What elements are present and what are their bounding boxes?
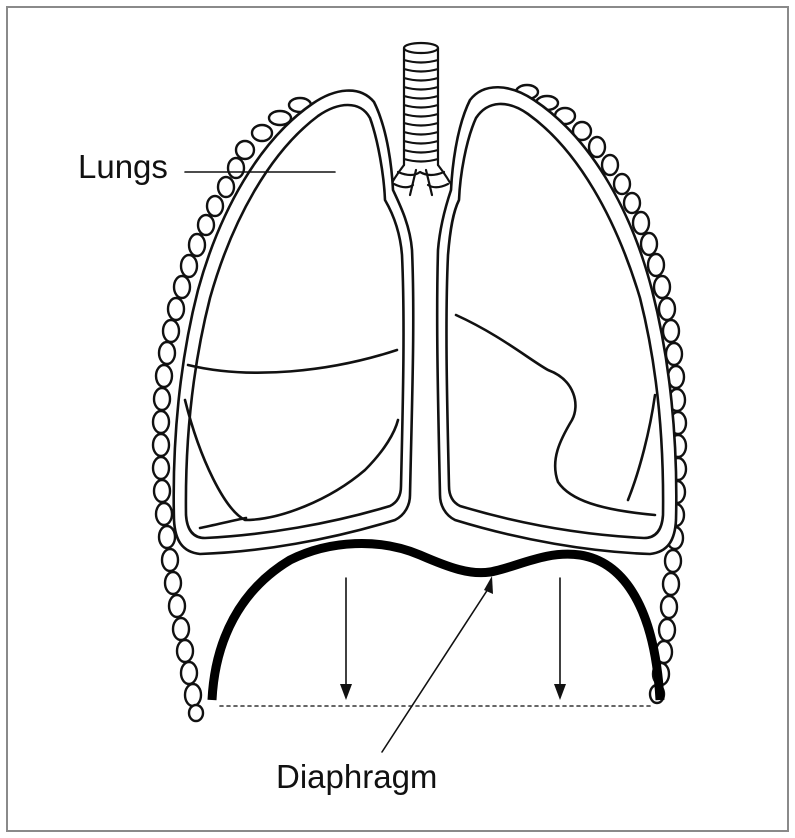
right-lung: [437, 87, 676, 554]
diaphragm-leader: [382, 576, 493, 752]
lungs-label: Lungs: [78, 150, 168, 183]
trachea: [388, 43, 454, 195]
downward-arrows: [340, 578, 566, 700]
left-lung: [174, 91, 414, 554]
diaphragm-curve: [212, 544, 660, 700]
diaphragm-label: Diaphragm: [276, 760, 437, 793]
